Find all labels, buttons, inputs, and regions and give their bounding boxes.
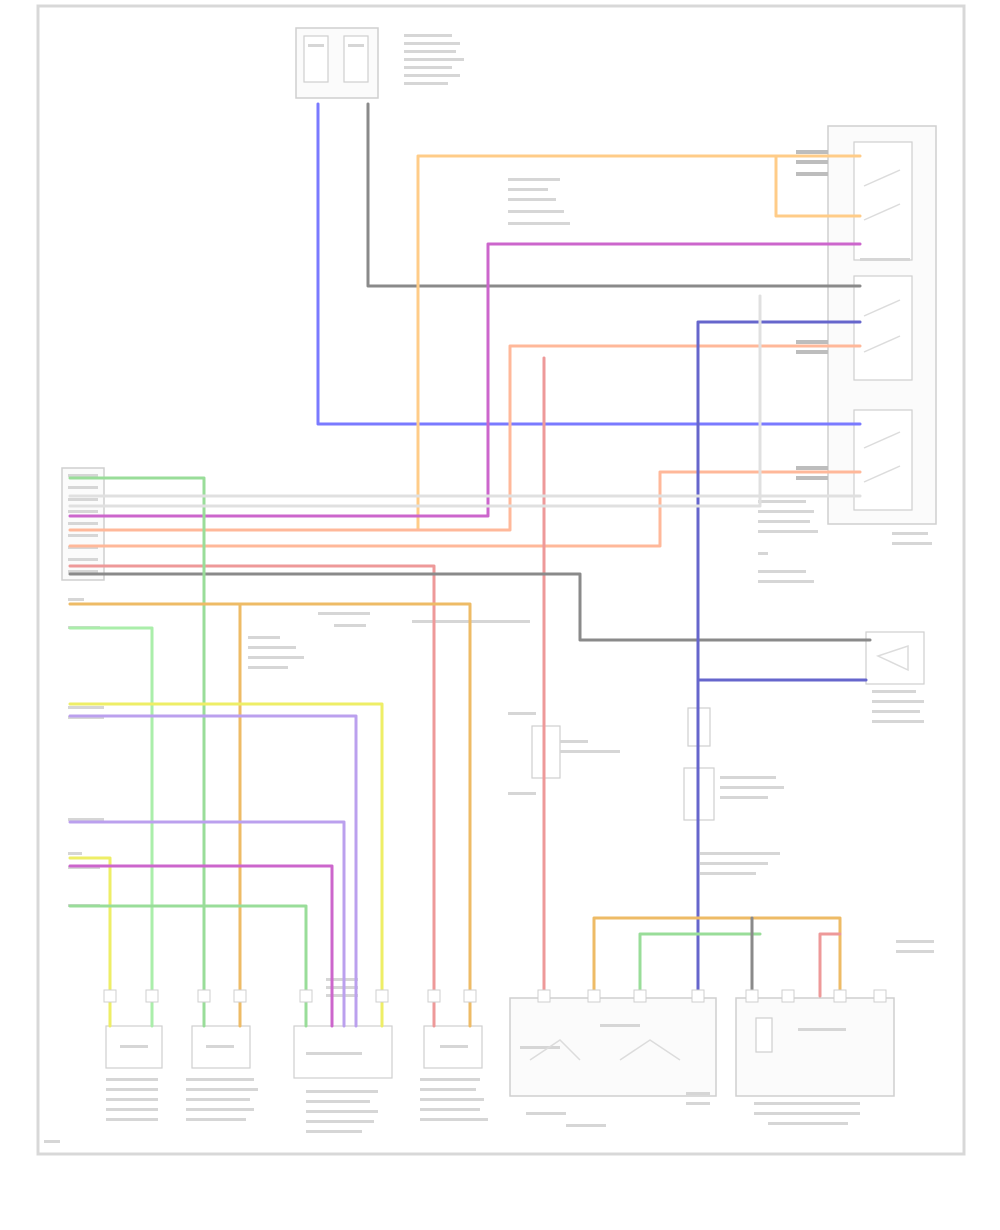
wire-light-green: [68, 626, 154, 1028]
right-relay-stack: [508, 125, 937, 583]
mid-switch: [508, 712, 620, 795]
wire-gray-run: [68, 572, 872, 642]
wire-orange-2: [774, 154, 862, 218]
mid-labels: [68, 598, 530, 907]
wire-dark-blue: [696, 320, 862, 998]
wire-dark-gray: [366, 102, 862, 288]
top-fuse-block: [295, 27, 464, 99]
bottom-sensor-4: [420, 1025, 488, 1121]
corner-mark: [44, 1140, 60, 1143]
right-sensor: [865, 631, 925, 723]
bottom-pins: [103, 989, 887, 1003]
bottom-relay-unit: [735, 940, 934, 1125]
diagram-border: [36, 4, 966, 1156]
wire-peach: [68, 344, 862, 532]
left-connector-bank: [61, 467, 105, 581]
wire-yellow-2: [68, 856, 112, 1028]
wire-blue: [316, 102, 862, 426]
wire-red-2: [68, 564, 436, 1028]
wire-purple-2: [68, 864, 334, 1028]
wire-violet-2: [68, 820, 346, 1028]
wire-green-2: [68, 904, 308, 1028]
wire-violet: [68, 714, 358, 1028]
wire-purple: [68, 242, 862, 518]
bottom-sensor-2: [186, 1025, 258, 1121]
wire-peach-2: [68, 470, 862, 548]
wire-orange: [416, 154, 862, 532]
wire-yellow: [68, 702, 384, 1028]
wire-light-gray: [68, 294, 862, 508]
bottom-sensor-1: [105, 1025, 163, 1121]
wire-tan: [68, 602, 472, 1028]
bottom-control-unit: [509, 997, 717, 1127]
wire-green: [68, 476, 206, 1028]
wire-bottom-red: [818, 932, 842, 998]
wire-bottom-green: [638, 932, 762, 998]
wire-bottom-bus: [592, 916, 842, 998]
